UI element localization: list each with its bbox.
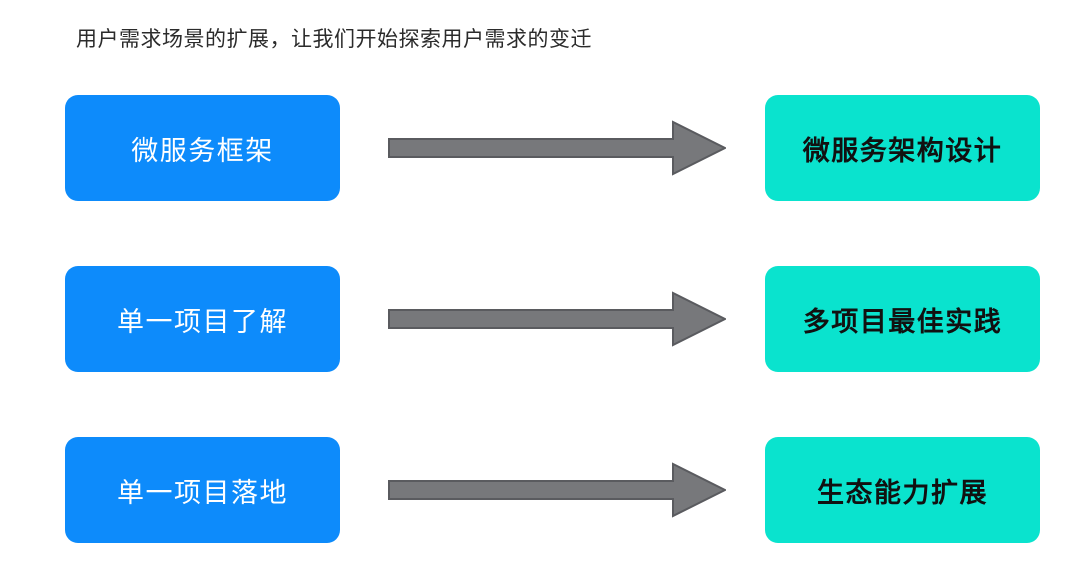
source-box[interactable]: 单一项目落地: [65, 437, 340, 543]
target-box-label: 生态能力扩展: [817, 477, 988, 508]
target-box[interactable]: 微服务架构设计: [765, 95, 1040, 201]
target-box-label: 多项目最佳实践: [802, 306, 1003, 337]
source-box-label: 单一项目了解: [117, 306, 288, 337]
source-box[interactable]: 单一项目了解: [65, 266, 340, 372]
target-box-label: 微服务架构设计: [802, 135, 1003, 166]
right-arrow-icon: [388, 457, 726, 523]
right-arrow-icon: [388, 286, 726, 352]
page-title: 用户需求场景的扩展，让我们开始探索用户需求的变迁: [76, 27, 592, 51]
target-box[interactable]: 生态能力扩展: [765, 437, 1040, 543]
transition-row: 单一项目了解 多项目最佳实践: [0, 266, 1080, 372]
transition-row: 微服务框架 微服务架构设计: [0, 95, 1080, 201]
source-box-label: 单一项目落地: [117, 477, 288, 508]
source-box[interactable]: 微服务框架: [65, 95, 340, 201]
transition-row: 单一项目落地 生态能力扩展: [0, 437, 1080, 543]
source-box-label: 微服务框架: [131, 135, 274, 166]
target-box[interactable]: 多项目最佳实践: [765, 266, 1040, 372]
right-arrow-icon: [388, 115, 726, 181]
